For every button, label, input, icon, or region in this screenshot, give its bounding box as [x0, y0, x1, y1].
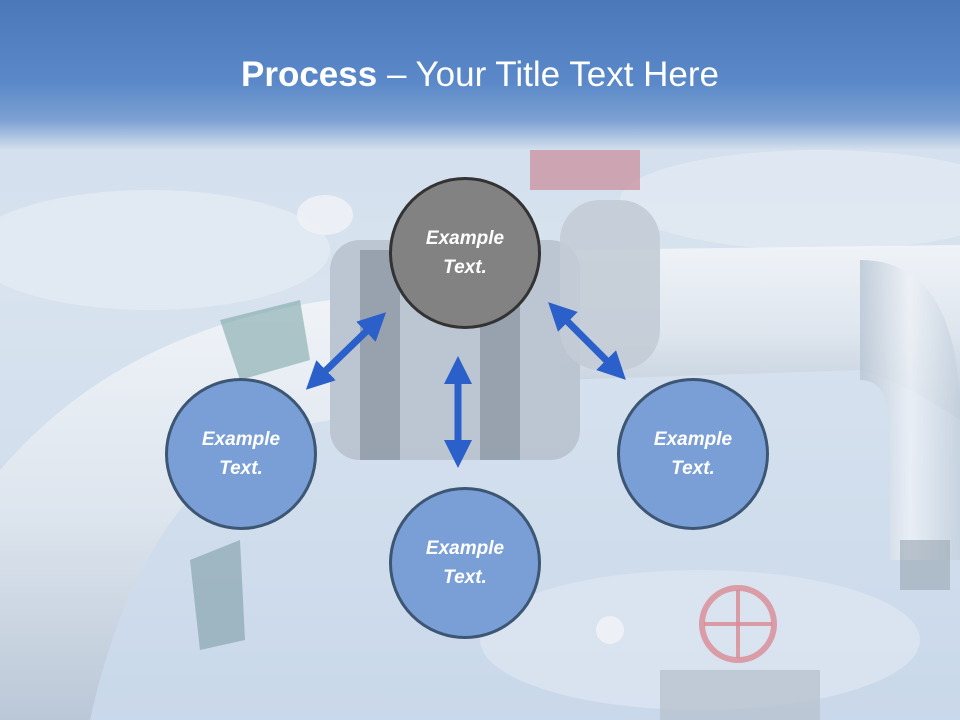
slide-title: Process – Your Title Text Here — [0, 54, 960, 96]
process-circle-top: Example Text. — [389, 177, 541, 329]
title-rest: – Your Title Text Here — [377, 55, 719, 94]
title-bar — [0, 0, 960, 150]
title-bold: Process — [241, 55, 378, 94]
process-circle-bottom: Example Text. — [389, 487, 541, 639]
circle-left-text: Example Text. — [201, 429, 281, 479]
circle-top-text: Example Text. — [425, 228, 505, 278]
double-arrow-left — [305, 312, 387, 390]
circle-right-text: Example Text. — [653, 429, 733, 479]
double-arrow-right — [548, 302, 626, 380]
process-circle-left: Example Text. — [165, 378, 317, 530]
circle-bottom-text: Example Text. — [425, 538, 505, 588]
process-circle-right: Example Text. — [617, 378, 769, 530]
